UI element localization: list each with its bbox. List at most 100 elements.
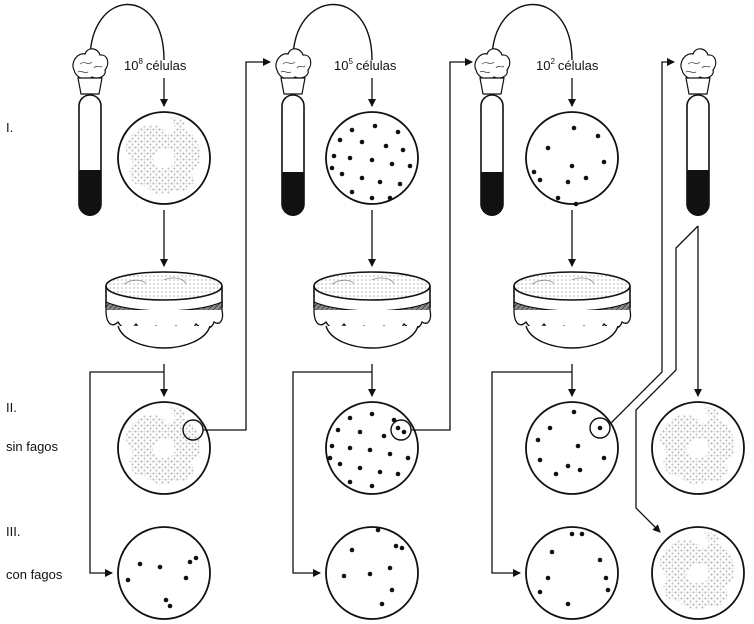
colony-dot — [532, 170, 537, 175]
culture-liquid — [79, 170, 101, 216]
cotton-plug — [73, 49, 108, 94]
colony-dot — [348, 446, 353, 451]
colony-dot — [572, 126, 577, 131]
colony-dot — [378, 470, 383, 475]
colony-dot — [360, 176, 365, 181]
plate-lawn — [118, 112, 210, 204]
transfer-arc — [492, 4, 572, 60]
culture-liquid — [687, 170, 709, 216]
colony-dot — [580, 532, 585, 537]
colony-dot — [184, 576, 189, 581]
plate-with-phage — [526, 527, 618, 619]
colony-dot — [538, 590, 543, 595]
stage-1: 108células — [73, 4, 270, 619]
colony-dot — [350, 190, 355, 195]
colony-dot — [382, 434, 387, 439]
colony-dot — [566, 602, 571, 607]
velvet-block — [314, 272, 431, 348]
row-label-ii: II. — [6, 400, 17, 415]
colony-dot — [536, 438, 541, 443]
colony-dot — [332, 154, 337, 159]
colony-dot — [358, 466, 363, 471]
colony-dot — [598, 426, 603, 431]
colony-dot — [566, 464, 571, 469]
colony-dot — [538, 458, 543, 463]
colony-dot — [360, 140, 365, 145]
colony-dot — [194, 556, 199, 561]
colony-dot — [572, 410, 577, 415]
colony-dot — [546, 576, 551, 581]
colony-dot — [358, 430, 363, 435]
culture-liquid — [481, 172, 503, 216]
colony-dot — [554, 472, 559, 477]
plate-without-phage — [118, 402, 210, 494]
colony-dot — [398, 182, 403, 187]
colony-dot — [348, 416, 353, 421]
row-label-i: I. — [6, 120, 13, 135]
colony-dot — [402, 430, 407, 435]
colony-dot — [578, 468, 583, 473]
colony-dot — [570, 164, 575, 169]
row-sublabel-iii: con fagos — [6, 567, 63, 582]
cotton-plug — [681, 49, 716, 94]
colony-dot — [606, 588, 611, 593]
plate-without-phage — [526, 402, 618, 494]
colony-dot — [138, 562, 143, 567]
colony-dot — [400, 546, 405, 551]
stage-3: 102células — [475, 4, 674, 619]
row-label-iii: III. — [6, 524, 20, 539]
colony-dot — [168, 604, 173, 609]
colony-dot — [340, 172, 345, 177]
colony-dot — [373, 124, 378, 129]
colony-dot — [336, 428, 341, 433]
colony-dot — [330, 166, 335, 171]
velvet-block — [106, 272, 223, 348]
colony-dot — [566, 180, 571, 185]
transfer-arrow — [411, 62, 472, 430]
colony-dot — [158, 565, 163, 570]
colony-dot — [602, 456, 607, 461]
colony-dot — [570, 532, 575, 537]
colony-dot — [396, 472, 401, 477]
colony-dot — [388, 196, 393, 201]
plate-without-phage — [652, 402, 744, 494]
cotton-plug — [276, 49, 311, 94]
colony-dot — [394, 544, 399, 549]
colony-dot — [390, 162, 395, 167]
plate-with-phage — [118, 527, 210, 619]
colony-dot — [164, 598, 169, 603]
colony-dot — [350, 128, 355, 133]
transfer-arc — [90, 4, 164, 60]
colony-dot — [370, 196, 375, 201]
colony-dot — [388, 566, 393, 571]
colony-dot — [546, 146, 551, 151]
culture-liquid — [282, 172, 304, 216]
colony-dot — [350, 548, 355, 553]
colony-dot — [368, 572, 373, 577]
colony-dot — [556, 196, 561, 201]
colony-dot — [348, 156, 353, 161]
colony-dot — [408, 164, 413, 169]
plate-colonies — [526, 112, 618, 204]
colony-dot — [396, 426, 401, 431]
colony-dot — [380, 602, 385, 607]
colony-dot — [370, 412, 375, 417]
colony-dot — [328, 456, 333, 461]
colony-dot — [348, 480, 353, 485]
colony-dot — [604, 576, 609, 581]
colony-dot — [538, 178, 543, 183]
stage-4 — [636, 49, 744, 619]
colony-dot — [576, 444, 581, 449]
colony-dot — [390, 588, 395, 593]
transfer-arrow — [610, 62, 674, 424]
colony-dot — [368, 448, 373, 453]
colony-dot — [126, 578, 131, 583]
colony-dot — [384, 144, 389, 149]
colony-dot — [338, 462, 343, 467]
colony-dot — [550, 550, 555, 555]
